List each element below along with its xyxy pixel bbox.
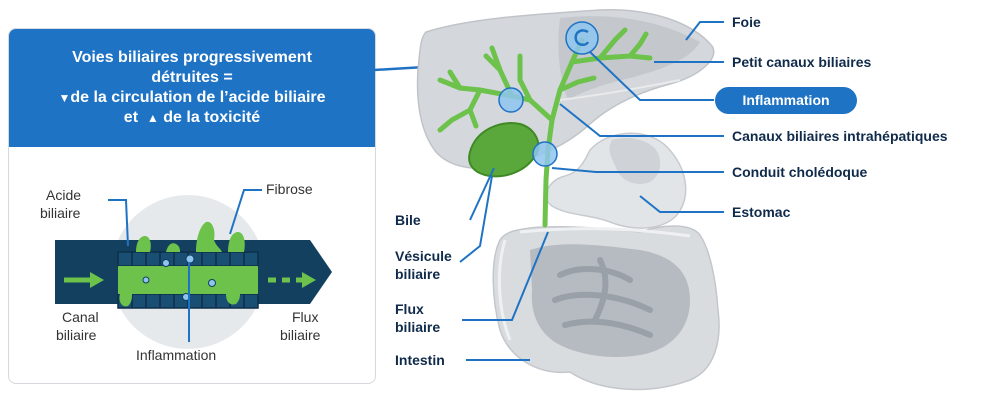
flux-label-2: biliaire (395, 319, 440, 335)
inflammation-highlight-low (533, 142, 557, 166)
foie-label: Foie (732, 14, 761, 30)
estomac-label: Estomac (732, 204, 791, 220)
acide-label-1: Acide (46, 187, 81, 203)
canaux-intra-label: Canaux biliaires intrahépatiques (732, 128, 948, 144)
fibrose-label: Fibrose (266, 181, 313, 197)
inflammation-highlight-mid (499, 88, 523, 112)
inflammation-pill-label: Inflammation (742, 92, 829, 108)
intestin-label: Intestin (395, 352, 445, 368)
inflammation-highlight-top (566, 22, 598, 54)
acide-label-2: biliaire (40, 205, 81, 221)
vesicule-label-1: Vésicule (395, 248, 452, 264)
bile-duct-detail (55, 190, 332, 349)
bile-label: Bile (395, 212, 421, 228)
flux-detail-label-1: Flux (292, 309, 318, 325)
inflammation-detail-label: Inflammation (136, 347, 216, 363)
canal-label-2: biliaire (56, 327, 97, 343)
petit-canaux-label: Petit canaux biliaires (732, 54, 871, 70)
canal-label-1: Canal (62, 309, 99, 325)
inflammation-cell (186, 255, 194, 263)
anatomy-illustration (418, 10, 720, 390)
flux-label-1: Flux (395, 301, 424, 317)
flux-detail-label-2: biliaire (280, 327, 321, 343)
conduit-label: Conduit cholédoque (732, 164, 868, 180)
vesicule-label-2: biliaire (395, 266, 440, 282)
